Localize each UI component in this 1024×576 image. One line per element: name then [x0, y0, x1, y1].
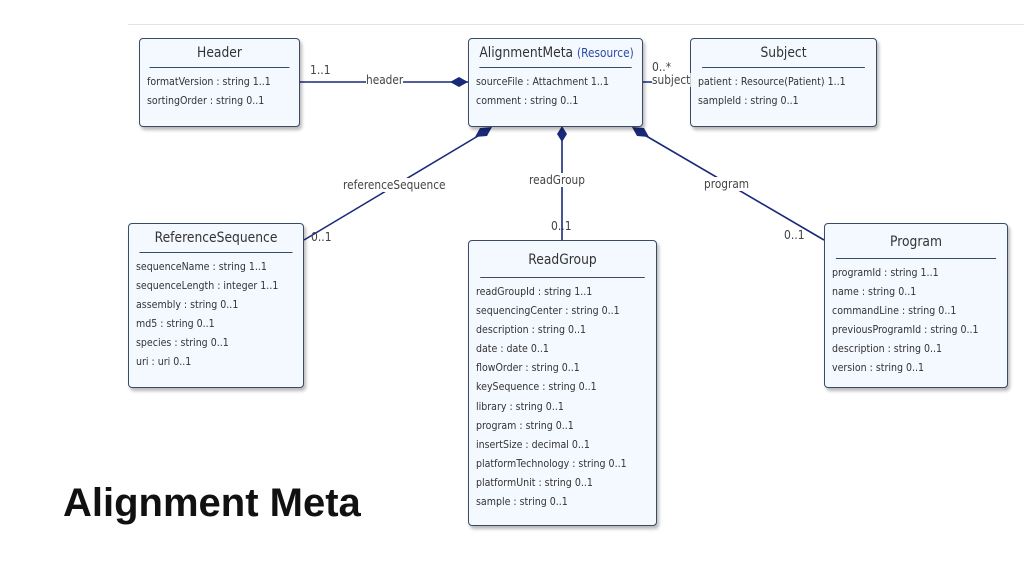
class-read-group-attributes: readGroupId : string 1..1 sequencingCent… [469, 278, 656, 511]
attribute: md5 : string 0..1 [136, 317, 215, 331]
role-label-reference-sequence: referenceSequence [343, 178, 446, 192]
role-label-program: program [704, 177, 750, 191]
attribute: date : date 0..1 [476, 342, 549, 356]
role-label-subject: subject [652, 73, 691, 87]
class-header-attributes: formatVersion : string 1..1 sortingOrder… [140, 68, 299, 110]
class-stereotype: (Resource) [577, 46, 634, 60]
attribute: sampleId : string 0..1 [698, 94, 799, 108]
class-reference-sequence-name: ReferenceSequence [139, 224, 293, 253]
attribute: description : string 0..1 [832, 342, 943, 356]
multiplicity-header: 1..1 [310, 63, 331, 77]
class-reference-sequence[interactable]: ReferenceSequence sequenceName : string … [128, 223, 304, 388]
attribute: sourceFile : Attachment 1..1 [476, 75, 609, 88]
attribute: sample : string 0..1 [476, 495, 568, 509]
role-label-read-group: readGroup [529, 173, 585, 187]
class-reference-sequence-attributes: sequenceName : string 1..1 sequenceLengt… [129, 253, 303, 372]
class-name: AlignmentMeta [479, 45, 574, 61]
attribute: formatVersion : string 1..1 [147, 75, 271, 88]
class-alignment-meta[interactable]: AlignmentMeta (Resource) sourceFile : At… [468, 38, 643, 127]
class-program-attributes: programId : string 1..1 name : string 0.… [825, 259, 1007, 378]
attribute: assembly : string 0..1 [136, 298, 239, 312]
composition-diamond-header [450, 77, 468, 87]
attribute: description : string 0..1 [476, 323, 587, 337]
composition-diamond-read-group [557, 126, 567, 142]
class-alignment-meta-attributes: sourceFile : Attachment 1..1 comment : s… [469, 68, 642, 110]
role-label-header: header [366, 73, 404, 87]
attribute: insertSize : decimal 0..1 [476, 437, 590, 451]
class-header-name: Header [149, 39, 290, 68]
attribute: patient : Resource(Patient) 1..1 [698, 75, 846, 88]
attribute: keySequence : string 0..1 [476, 380, 597, 394]
class-alignment-meta-name: AlignmentMeta (Resource) [479, 39, 634, 68]
multiplicity-subject: 0..* [652, 60, 672, 74]
multiplicity-reference-sequence: 0..1 [311, 230, 332, 244]
attribute: flowOrder : string 0..1 [476, 361, 580, 375]
attribute: library : string 0..1 [476, 399, 564, 413]
class-subject[interactable]: Subject patient : Resource(Patient) 1..1… [690, 38, 877, 127]
attribute: sequencingCenter : string 0..1 [476, 304, 620, 318]
attribute: comment : string 0..1 [476, 94, 579, 108]
class-subject-name: Subject [702, 39, 865, 68]
attribute: uri : uri 0..1 [136, 355, 192, 369]
composition-diamond-reference-sequence [475, 127, 492, 137]
attribute: platformTechnology : string 0..1 [476, 456, 627, 470]
composition-diamond-program [632, 127, 649, 137]
attribute: sortingOrder : string 0..1 [147, 94, 265, 108]
attribute: sequenceName : string 1..1 [136, 260, 267, 273]
multiplicity-read-group: 0..1 [551, 219, 572, 233]
attribute: sequenceLength : integer 1..1 [136, 279, 279, 293]
attribute: version : string 0..1 [832, 361, 925, 375]
class-subject-attributes: patient : Resource(Patient) 1..1 sampleI… [691, 68, 876, 110]
attribute: commandLine : string 0..1 [832, 304, 957, 318]
attribute: programId : string 1..1 [832, 266, 939, 279]
class-program[interactable]: Program programId : string 1..1 name : s… [824, 223, 1008, 388]
multiplicity-program: 0..1 [784, 228, 805, 242]
top-divider [128, 24, 1024, 25]
class-header[interactable]: Header formatVersion : string 1..1 sorti… [139, 38, 300, 127]
class-program-name: Program [835, 224, 997, 259]
attribute: previousProgramId : string 0..1 [832, 323, 979, 337]
attribute: name : string 0..1 [832, 285, 917, 299]
class-read-group[interactable]: ReadGroup readGroupId : string 1..1 sequ… [468, 240, 657, 526]
page-title: Alignment Meta [63, 481, 361, 525]
attribute: readGroupId : string 1..1 [476, 285, 593, 298]
attribute: program : string 0..1 [476, 418, 574, 432]
class-read-group-name: ReadGroup [480, 241, 645, 278]
attribute: species : string 0..1 [136, 336, 229, 350]
attribute: platformUnit : string 0..1 [476, 475, 593, 489]
